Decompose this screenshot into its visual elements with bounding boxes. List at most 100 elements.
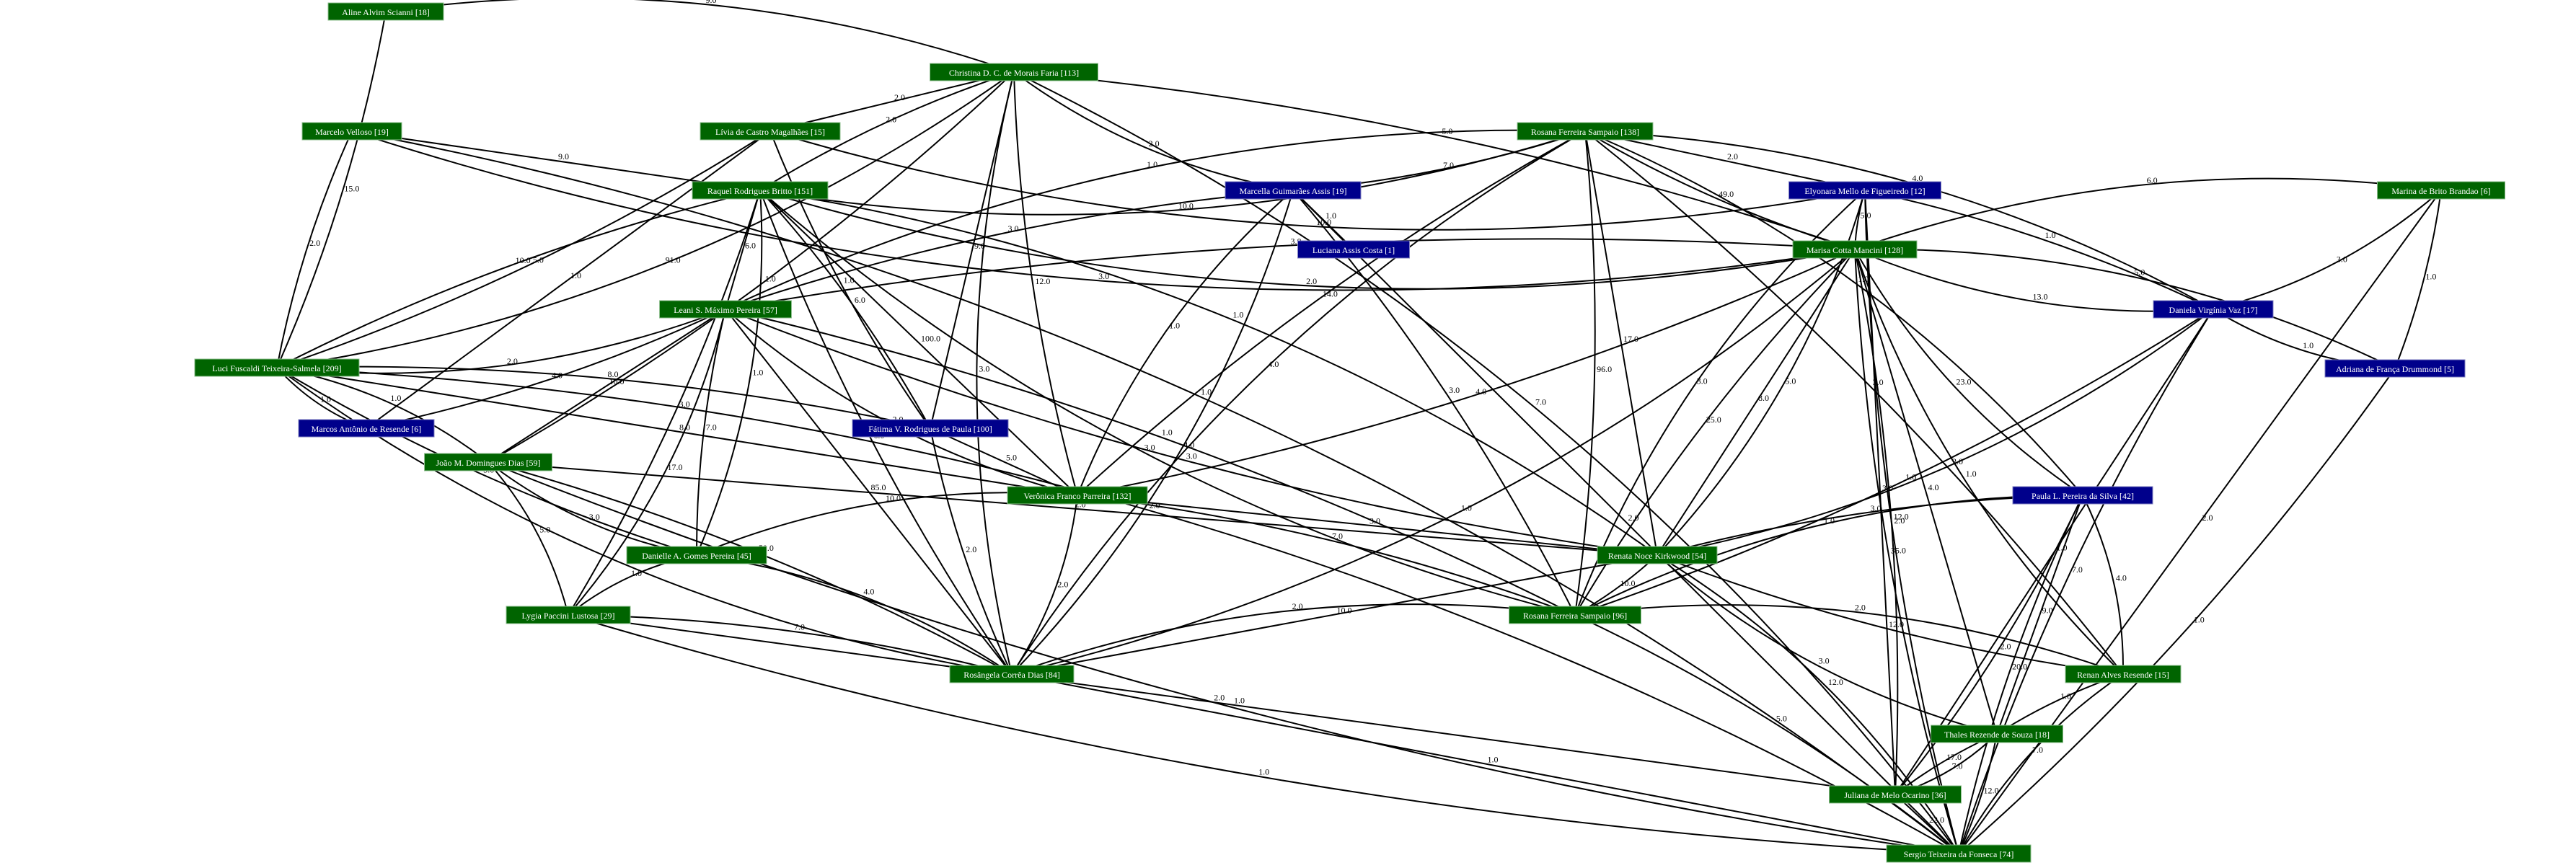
edge-weight-label: 2.0 [1894, 515, 1905, 526]
node-box[interactable] [506, 606, 631, 624]
node-box[interactable] [327, 2, 444, 21]
node-fatima[interactable]: Fátima V. Rodrigues de Paula [100] [852, 419, 1009, 438]
node-marina[interactable]: Marina de Brito Brandao [6] [2377, 181, 2505, 200]
edge-rosana138-daniela [1584, 130, 2214, 310]
edge-weight-label: 1.0 [2425, 271, 2436, 281]
node-lygia[interactable]: Lygia Paccini Lustosa [29] [506, 606, 631, 624]
node-box[interactable] [1931, 725, 2063, 743]
edge-veronica-rosangela [1011, 495, 1078, 675]
node-renan[interactable]: Renan Alves Resende [15] [2065, 665, 2182, 683]
node-veronica[interactable]: Verônica Franco Parreira [132] [1007, 486, 1148, 505]
edge-weight-label: 17.0 [1946, 752, 1962, 762]
edge-weight-label: 2.0 [2000, 641, 2011, 651]
node-box[interactable] [1517, 122, 1654, 141]
edge-fatima-veronica [930, 428, 1078, 496]
node-box[interactable] [301, 122, 402, 141]
edge-weight-label: 1.0 [1461, 503, 1472, 513]
edge-weight-label: 2.0 [1727, 151, 1738, 161]
edge-weight-label: 2.0 [1628, 513, 1639, 523]
edge-marcella-sergio [1292, 190, 1959, 854]
edge-weight-label: 13.0 [2033, 291, 2048, 301]
edge-weight-label: 2.0 [1855, 602, 1866, 612]
edge-elyonara-daniela [1864, 190, 2214, 310]
nodes-layer: Aline Alvim Scianni [18] Christina D. C. … [194, 2, 2505, 863]
edge-leani-lygia [568, 309, 726, 616]
node-box[interactable] [1509, 606, 1641, 624]
node-joao[interactable]: João M. Domingues Dias [59] [424, 453, 552, 471]
node-box[interactable] [2324, 359, 2466, 378]
node-marisa[interactable]: Marisa Cotta Mancini [128] [1792, 240, 1918, 259]
node-box[interactable] [1297, 240, 1410, 259]
node-box[interactable] [1829, 785, 1962, 804]
edge-marisa-veronica [1077, 249, 1856, 496]
node-rosana96[interactable]: Rosana Ferreira Sampaio [96] [1509, 606, 1641, 624]
node-adriana[interactable]: Adriana de França Drummond [5] [2324, 359, 2466, 378]
edge-weight-label: 14.0 [1323, 288, 1338, 298]
edge-weight-label: 5.0 [2134, 267, 2145, 278]
node-box[interactable] [194, 358, 360, 377]
edge-weight-label: 4.0 [552, 370, 563, 380]
node-box[interactable] [1007, 486, 1148, 505]
node-label: Rosana Ferreira Sampaio [138] [1531, 127, 1639, 137]
node-livia[interactable]: Lívia de Castro Magalhães [15] [700, 122, 841, 141]
node-box[interactable] [1788, 181, 1941, 200]
node-renata[interactable]: Renata Noce Kirkwood [54] [1597, 546, 1718, 564]
node-juliana[interactable]: Juliana de Melo Ocarino [36] [1829, 785, 1962, 804]
edge-joao-rosangela [488, 461, 1013, 675]
node-box[interactable] [1886, 844, 2032, 863]
edge-weight-label: 4.0 [1183, 440, 1194, 450]
edge-leani-renata [725, 309, 1658, 556]
edge-rosana96-sergio [1574, 614, 1959, 854]
node-aline[interactable]: Aline Alvim Scianni [18] [327, 2, 444, 21]
edge-weight-label: 3.0 [1369, 516, 1380, 526]
node-box[interactable] [2377, 181, 2505, 200]
node-christina[interactable]: Christina D. C. de Morais Faria [113] [930, 63, 1098, 81]
edge-marcelo-marisa [351, 130, 1856, 291]
node-label: Marcos Antônio de Resende [6] [312, 424, 422, 434]
node-box[interactable] [1792, 240, 1918, 259]
node-box[interactable] [949, 665, 1075, 683]
node-marcos[interactable]: Marcos Antônio de Resende [6] [298, 419, 435, 438]
edge-veronica-rosana96 [1077, 495, 1576, 616]
node-label: Renata Noce Kirkwood [54] [1608, 551, 1706, 561]
node-label: Leani S. Máximo Pereira [57] [674, 305, 777, 315]
edge-weight-label: 8.0 [1758, 393, 1769, 403]
node-leani[interactable]: Leani S. Máximo Pereira [57] [659, 300, 792, 319]
node-raquel[interactable]: Raquel Rodrigues Britto [151] [692, 181, 829, 200]
edge-weight-label: 4.0 [2116, 573, 2127, 583]
edge-weight-label: 2.0 [1292, 601, 1303, 611]
node-luci[interactable]: Luci Fuscaldi Teixeira-Salmela [209] [194, 358, 360, 377]
node-box[interactable] [626, 546, 767, 564]
node-elyonara[interactable]: Elyonara Mello de Figueiredo [12] [1788, 181, 1941, 200]
edge-weight-label: 10.0 [609, 376, 625, 386]
node-box[interactable] [659, 300, 792, 319]
edge-adriana-sergio [1958, 368, 2396, 854]
node-box[interactable] [700, 122, 841, 141]
node-rosana138[interactable]: Rosana Ferreira Sampaio [138] [1517, 122, 1654, 141]
node-marcelo[interactable]: Marcelo Velloso [19] [301, 122, 402, 141]
node-daniela[interactable]: Daniela Virgínia Vaz [17] [2153, 300, 2274, 319]
node-paula[interactable]: Paula L. Pereira da Silva [42] [2012, 486, 2153, 505]
node-box[interactable] [298, 419, 435, 438]
node-rosangela[interactable]: Rosângela Corrêa Dias [84] [949, 665, 1075, 683]
node-box[interactable] [852, 419, 1009, 438]
node-box[interactable] [930, 63, 1098, 81]
edge-marisa-renan [1854, 249, 2124, 675]
node-danielle[interactable]: Danielle A. Gomes Pereira [45] [626, 546, 767, 564]
node-marcella[interactable]: Marcella Guimarães Assis [19] [1225, 181, 1362, 200]
node-label: Renan Alves Resende [15] [2077, 670, 2169, 680]
node-box[interactable] [1597, 546, 1718, 564]
edge-aline-luci [276, 11, 387, 368]
node-box[interactable] [424, 453, 552, 471]
node-box[interactable] [2012, 486, 2153, 505]
node-sergio[interactable]: Sergio Teixeira da Fonseca [74] [1886, 844, 2032, 863]
node-box[interactable] [692, 181, 829, 200]
node-luciana[interactable]: Luciana Assis Costa [1] [1297, 240, 1410, 259]
node-thales[interactable]: Thales Rezende de Souza [18] [1931, 725, 2063, 743]
edge-weight-label: 4.0 [863, 586, 874, 596]
edge-weight-label: 10.0 [1337, 606, 1352, 616]
node-box[interactable] [2065, 665, 2182, 683]
node-box[interactable] [1225, 181, 1362, 200]
node-box[interactable] [2153, 300, 2274, 319]
edge-raquel-marisa [759, 190, 1856, 290]
